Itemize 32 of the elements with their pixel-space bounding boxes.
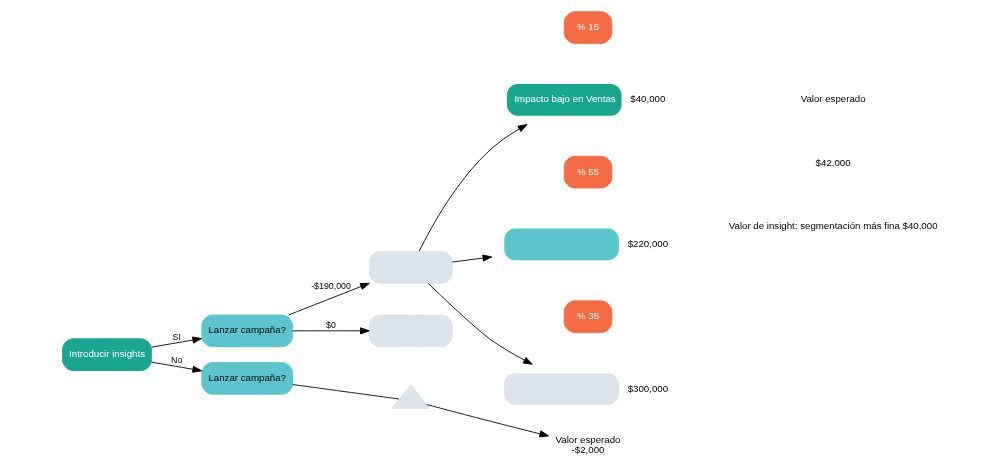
edge-label: No <box>171 355 183 366</box>
arrow <box>292 327 370 335</box>
node-box <box>368 314 453 348</box>
edge-label: -$190,000 <box>311 281 351 292</box>
arrow <box>426 404 550 438</box>
node-text: Valor esperado -$2,000 <box>555 433 621 456</box>
node-box <box>504 228 619 261</box>
node-box: Impacto bajo en Ventas <box>506 83 622 116</box>
arrow <box>288 282 370 316</box>
arrow <box>151 361 203 373</box>
arrow <box>151 336 203 348</box>
edge-label: $0 <box>326 320 336 331</box>
node-label: $300,000 <box>627 382 669 394</box>
node-box <box>368 251 453 284</box>
node-box: % 55 <box>563 155 613 189</box>
edge-label: SI <box>172 331 181 342</box>
node-box: Lanzar campaña? <box>201 314 294 348</box>
label: Valor de insight: segmentación más fina $40,000 <box>728 220 938 232</box>
arrow <box>427 283 533 365</box>
node-box <box>504 373 619 405</box>
arrow <box>451 254 493 263</box>
connector <box>292 384 400 400</box>
node-label: $220,000 <box>627 237 669 249</box>
node-triangle <box>391 384 431 409</box>
label: $42,000 <box>815 156 851 168</box>
node-box: Lanzar campaña? <box>201 362 294 395</box>
arrow <box>418 124 528 252</box>
node-box: % 15 <box>563 11 613 44</box>
node-label: $40,000 <box>630 93 666 105</box>
node-box: % 35 <box>563 300 613 334</box>
label: Valor esperado <box>800 93 866 105</box>
node-box: Introducir insights <box>62 338 152 371</box>
